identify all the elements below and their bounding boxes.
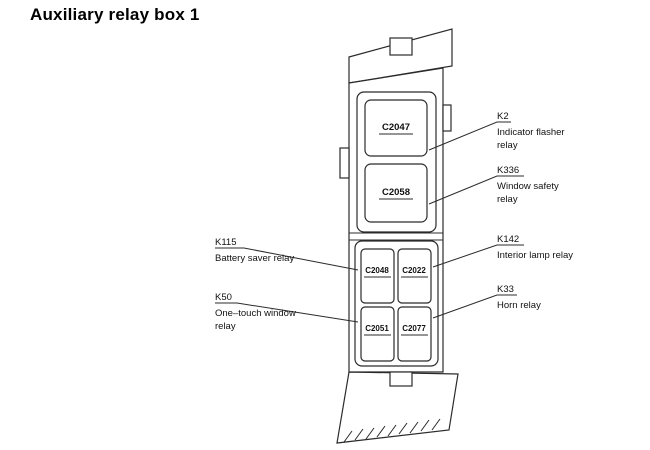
- hatch-line: [376, 425, 386, 438]
- relay-slot-c2022: C2022: [397, 248, 432, 304]
- relay-slot-label: C2077: [402, 324, 426, 333]
- callout-description: Window safety: [497, 181, 559, 192]
- relay-slot-c2048: C2048: [360, 248, 395, 304]
- lower-relay-bank: C2048 C2022 C2051 C2077: [354, 240, 439, 367]
- callout-description: Battery saver relay: [215, 253, 294, 264]
- callout-description: Interior lamp relay: [497, 250, 573, 261]
- relay-slot-c2058: C2058: [364, 163, 428, 223]
- upper-relay-bank: C2047 C2058: [356, 91, 437, 233]
- hatch-line: [398, 422, 408, 435]
- relay-slot-c2077: C2077: [397, 306, 432, 362]
- callout-k33: K33 Horn relay: [432, 284, 541, 319]
- hatch-line: [431, 418, 441, 431]
- callout-code: K50: [215, 292, 232, 303]
- callout-code: K2: [497, 111, 509, 122]
- box-top-section: [348, 28, 453, 84]
- relay-slot-box: [397, 248, 432, 304]
- callout-description: relay: [497, 194, 518, 205]
- relay-slot-box: [360, 306, 395, 362]
- callout-k2: K2 Indicator flasher relay: [428, 111, 565, 151]
- callout-k50: K50 One–touch window relay: [215, 292, 359, 332]
- callout-code: K33: [497, 284, 514, 295]
- hatch-line: [387, 424, 397, 437]
- hatch-line: [343, 430, 353, 443]
- relay-slot-label: C2022: [402, 266, 426, 275]
- box-top-connector: [389, 37, 413, 56]
- callout-k336: K336 Window safety relay: [428, 165, 559, 205]
- relay-slot-c2051: C2051: [360, 306, 395, 362]
- callout-code: K115: [215, 237, 236, 248]
- relay-slot-label: C2058: [382, 187, 410, 198]
- page-title: Auxiliary relay box 1: [30, 5, 200, 24]
- callout-k115: K115 Battery saver relay: [215, 237, 359, 271]
- hatch-line: [354, 428, 364, 441]
- relay-slot-box: [360, 248, 395, 304]
- callout-code: K142: [497, 234, 519, 245]
- callout-description: One–touch window: [215, 308, 296, 319]
- hatch-line: [365, 427, 375, 440]
- relay-slot-label: C2051: [365, 324, 389, 333]
- callout-description: Indicator flasher: [497, 127, 565, 138]
- callout-description: relay: [497, 140, 518, 151]
- callout-leader-line: [432, 244, 524, 268]
- relay-slot-label: C2048: [365, 266, 389, 275]
- hatch-line: [409, 421, 419, 434]
- callout-leader-line: [432, 294, 517, 319]
- box-bottom-connector: [389, 371, 413, 387]
- callout-leader-line: [215, 302, 359, 323]
- relay-slot-label: C2047: [382, 122, 410, 133]
- relay-slot-c2047: C2047: [364, 99, 428, 157]
- callout-code: K336: [497, 165, 519, 176]
- hatch-marks: [343, 418, 441, 443]
- hatch-line: [420, 419, 430, 432]
- relay-slot-box: [397, 306, 432, 362]
- box-bottom-section: [336, 371, 459, 444]
- callout-k142: K142 Interior lamp relay: [432, 234, 573, 268]
- relay-box-outline: [336, 28, 459, 444]
- callout-leader-line: [428, 175, 524, 205]
- callout-description: Horn relay: [497, 300, 541, 311]
- callout-description: relay: [215, 321, 236, 332]
- relay-slot-box: [364, 99, 428, 157]
- callout-leader-line: [428, 121, 511, 151]
- callout-leader-line: [215, 247, 359, 271]
- box-left-tab: [339, 147, 350, 179]
- box-right-tab: [442, 104, 452, 132]
- relay-slot-box: [364, 163, 428, 223]
